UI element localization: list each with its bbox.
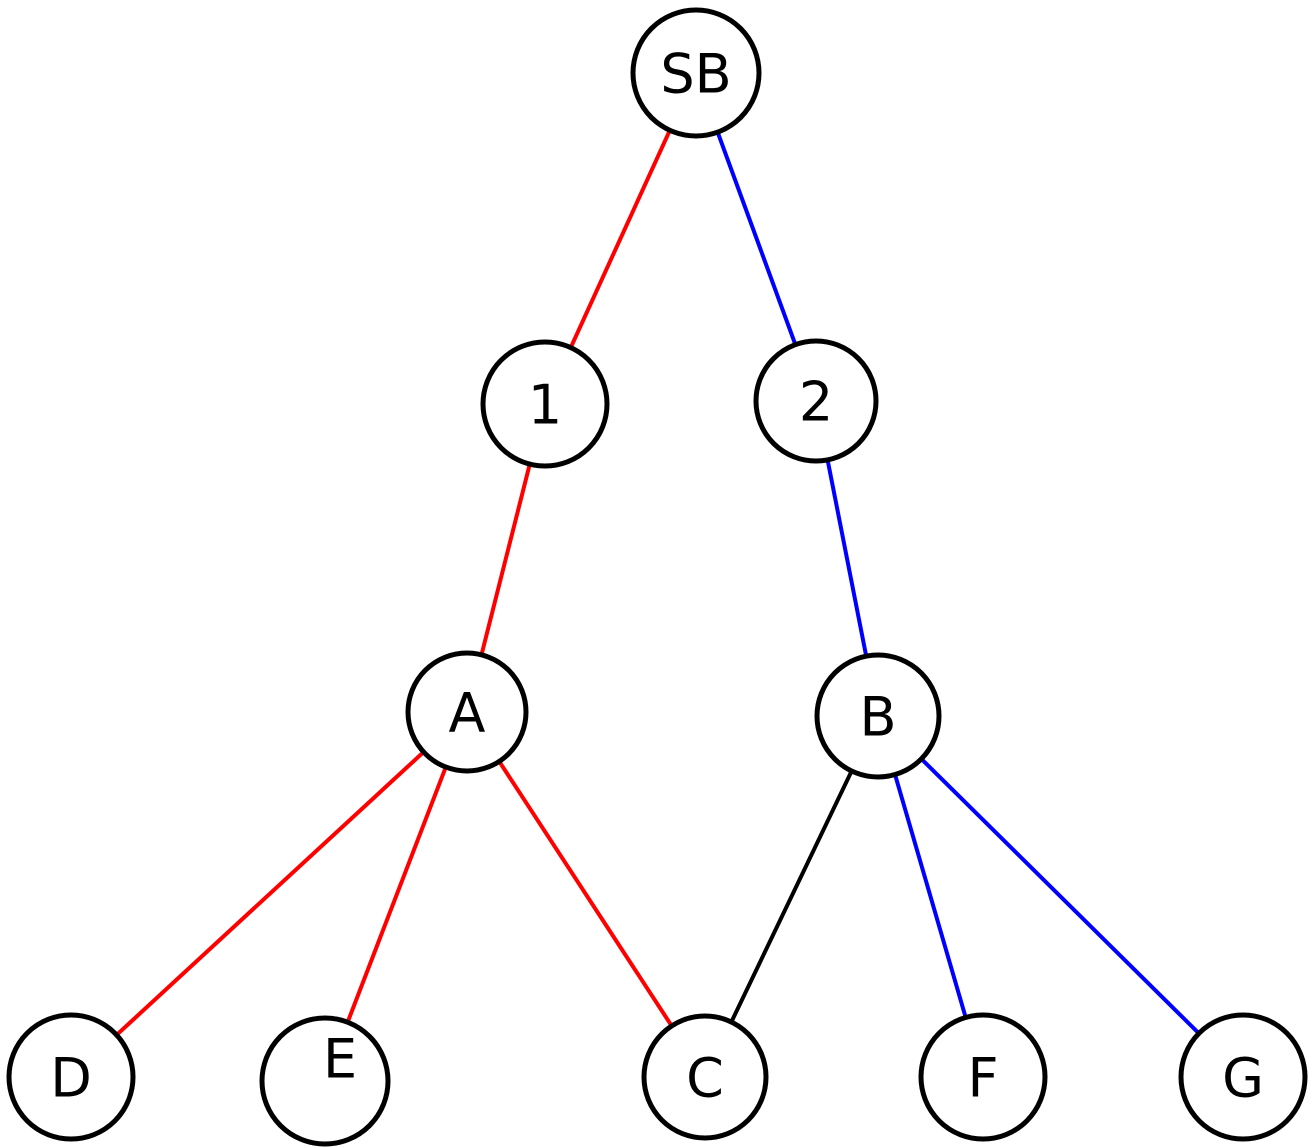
edge-B-G	[876, 714, 1245, 1079]
node-circle-C	[641, 1013, 769, 1141]
node-circle-A	[405, 650, 529, 774]
node-SB: SB	[630, 7, 762, 139]
node-B: B	[814, 652, 942, 780]
node-G: G	[1178, 1012, 1308, 1142]
node-C: C	[641, 1013, 769, 1141]
node-F: F	[918, 1012, 1048, 1142]
node-label-F: F	[967, 1046, 998, 1109]
edge-A-D	[69, 710, 469, 1079]
node-1: 1	[480, 339, 610, 469]
node-circle-SB	[630, 7, 762, 139]
node-circle-2	[753, 338, 879, 464]
node-2: 2	[753, 338, 879, 464]
edge-A-C	[465, 710, 707, 1079]
node-circle-1	[480, 339, 610, 469]
node-label-SB: SB	[660, 42, 731, 105]
edge-B-C	[703, 714, 880, 1079]
node-D: D	[6, 1012, 136, 1142]
edge-A-E	[323, 710, 469, 1083]
node-label-B: B	[859, 685, 896, 748]
node-label-C: C	[686, 1046, 724, 1109]
node-E: E	[259, 1015, 391, 1147]
node-label-A: A	[449, 681, 486, 744]
node-label-E: E	[323, 1027, 357, 1090]
node-circle-B	[814, 652, 942, 780]
node-circle-D	[6, 1012, 136, 1142]
node-label-G: G	[1222, 1046, 1264, 1109]
node-A: A	[405, 650, 529, 774]
node-circle-F	[918, 1012, 1048, 1142]
node-circle-E	[259, 1015, 391, 1147]
node-label-D: D	[50, 1046, 92, 1109]
node-circle-G	[1178, 1012, 1308, 1142]
node-label-2: 2	[799, 370, 833, 433]
node-label-1: 1	[528, 373, 562, 436]
